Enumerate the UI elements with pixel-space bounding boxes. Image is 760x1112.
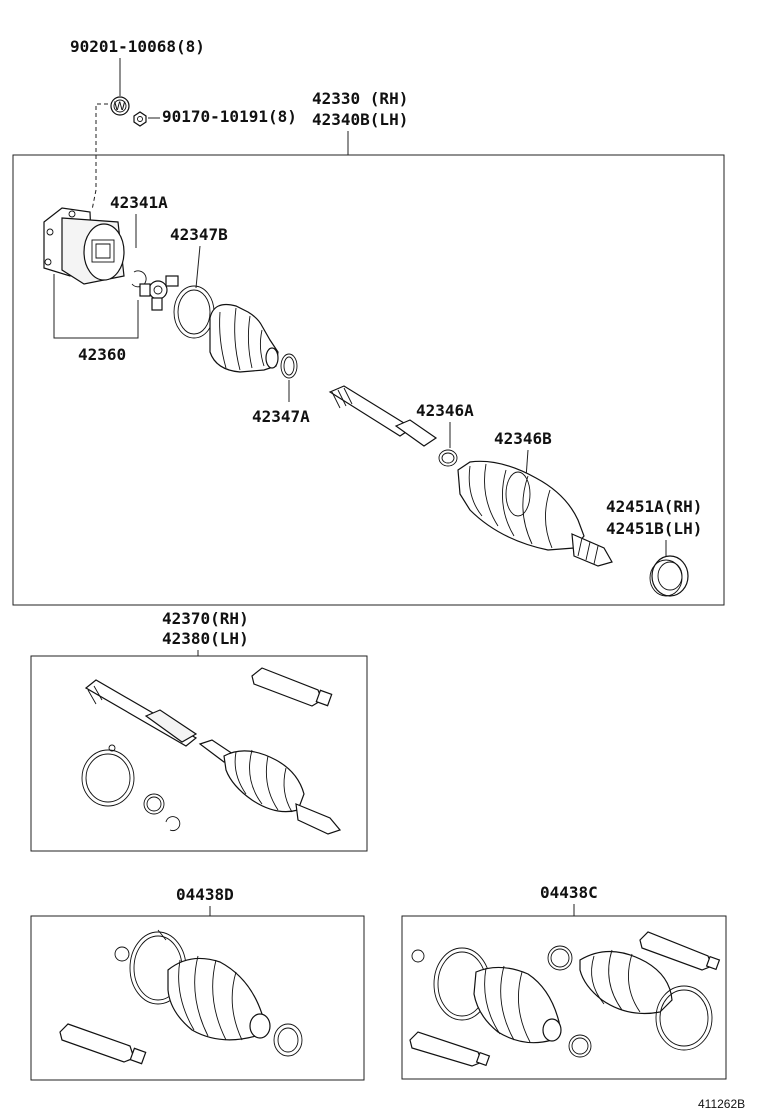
large-clamp-part-1 (81, 744, 135, 807)
label-seal-lh[interactable]: 42451B(LH) (606, 519, 702, 538)
intermediate-shaft-part (328, 385, 438, 447)
label-boot-kit-c[interactable]: 04438C (540, 883, 598, 902)
washer-mark: W (114, 99, 126, 113)
diagram-code: 411262B (698, 1097, 745, 1111)
label-nut[interactable]: 90170-10191(8) (162, 107, 297, 126)
boot-kit-c-frame (401, 915, 727, 1080)
label-inboard-clamp[interactable]: 42347A (252, 407, 310, 426)
leader-washer-dashed (91, 103, 108, 211)
inboard-large-clamp-part (173, 285, 215, 339)
label-shaft-lh[interactable]: 42340B(LH) (312, 110, 408, 129)
outboard-stub-part (571, 533, 613, 567)
label-boot-kit-d[interactable]: 04438D (176, 885, 234, 904)
label-tulip-housing[interactable]: 42360 (78, 345, 126, 364)
inboard-boot-part (209, 303, 279, 373)
label-outboard-clamp[interactable]: 42346A (416, 401, 474, 420)
tulip-housing-part (43, 207, 125, 285)
washer-part: W (110, 96, 130, 116)
outboard-small-clamp-part (438, 449, 458, 467)
small-clamp-part-1 (143, 793, 181, 832)
outboard-boot-part (457, 460, 585, 551)
label-outboard-boot[interactable]: 42346B (494, 429, 552, 448)
inboard-small-clamp-part (280, 353, 298, 379)
label-shaft-rh[interactable]: 42330 (RH) (312, 89, 408, 108)
tripod-spider-part (139, 275, 179, 311)
label-seal-rh[interactable]: 42451A(RH) (606, 497, 702, 516)
outboard-shaft-frame (30, 655, 368, 852)
label-bolt[interactable]: 90201-10068(8) (70, 37, 205, 56)
label-inboard-boot[interactable]: 42347B (170, 225, 228, 244)
nut-part (133, 111, 147, 127)
boot-kit-d-frame (30, 915, 365, 1081)
assembly-frame (12, 154, 725, 606)
label-outboard-shaft-lh[interactable]: 42380(LH) (162, 629, 249, 648)
grease-tube-part-1 (251, 667, 333, 707)
label-outboard-shaft-rh[interactable]: 42370(RH) (162, 609, 249, 628)
oil-seal-part (649, 555, 689, 597)
boot-kit-d-parts (59, 929, 303, 1065)
boot-kit-c-parts (409, 931, 721, 1067)
outboard-shaft-assembly-part (84, 679, 342, 835)
snap-ring-part (131, 270, 147, 288)
label-inboard-joint[interactable]: 42341A (110, 193, 168, 212)
